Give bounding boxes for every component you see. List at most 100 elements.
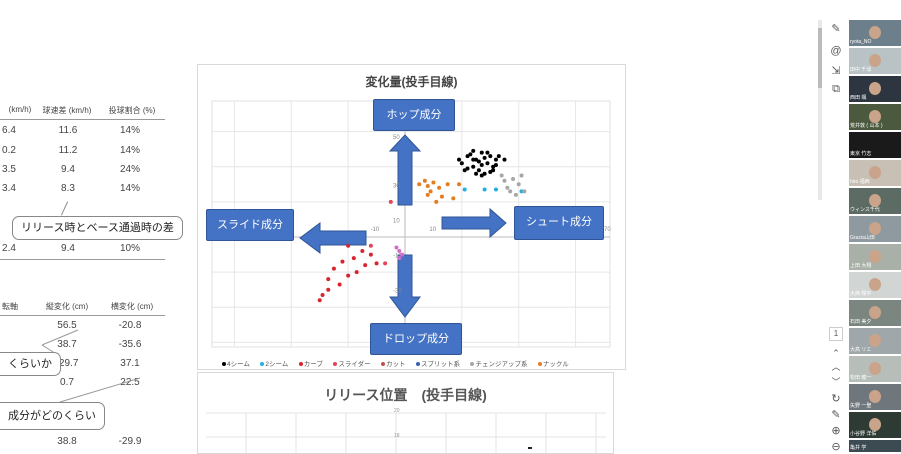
data-point xyxy=(326,277,331,282)
legend-swatch xyxy=(333,362,338,367)
data-point xyxy=(499,173,504,178)
participant-video[interactable]: 上田 大翔 xyxy=(849,244,901,270)
data-point xyxy=(331,266,336,271)
data-point xyxy=(422,178,427,183)
divider xyxy=(0,315,165,316)
drop-component-label: ドロップ成分 xyxy=(370,323,462,355)
participant-face xyxy=(869,362,881,375)
data-point xyxy=(368,252,373,257)
data-point xyxy=(471,157,476,162)
rotate-icon[interactable]: ↻ xyxy=(831,393,841,405)
zoom-in-icon[interactable]: ⊕ xyxy=(831,425,841,437)
data-point xyxy=(374,261,379,266)
table-cell: 8.3 xyxy=(61,183,75,194)
at-icon[interactable]: @ xyxy=(830,45,842,57)
hop-arrow xyxy=(388,134,422,206)
data-point xyxy=(425,184,430,189)
participant-face xyxy=(869,166,881,179)
participant-name: 田中 千尋 xyxy=(850,67,872,73)
table-cell: 37.1 xyxy=(120,358,140,369)
participant-name: 大高 リエ xyxy=(850,347,872,353)
participant-video[interactable]: 田中 千尋 xyxy=(849,48,901,74)
participant-video[interactable]: 亀井 学 xyxy=(849,440,901,452)
participant-video[interactable]: ウィンス千代 xyxy=(849,188,901,214)
tick-label: 30 xyxy=(393,183,400,189)
data-point xyxy=(337,282,342,287)
legend-label: 2シーム xyxy=(265,361,289,368)
chevron-up-icon[interactable]: ⌃ xyxy=(832,348,840,358)
participant-face xyxy=(869,194,881,207)
table-header: 縦変化 (cm) xyxy=(45,302,89,311)
edit-icon[interactable]: ✎ xyxy=(831,23,841,35)
data-point xyxy=(317,298,322,303)
edit-doc-icon[interactable]: ✎ xyxy=(831,409,841,421)
table-header: 投球割合 (%) xyxy=(108,106,156,115)
participant-video[interactable]: 東京 竹志 xyxy=(849,132,901,158)
data-point xyxy=(493,162,498,167)
stats-table-top: (km/h) 球速差 (km/h) 投球割合 (%) 6.4 11.6 14% … xyxy=(0,95,165,260)
participant-video[interactable]: ryota_NO xyxy=(849,20,901,46)
table-cell: 3.4 xyxy=(2,183,16,194)
chevron-up-small-icon[interactable]: ︿ xyxy=(831,362,841,372)
data-point xyxy=(383,261,388,266)
chevron-down-icon[interactable]: ﹀ xyxy=(831,377,841,387)
participant-face xyxy=(869,110,881,123)
table-cell: 38.8 xyxy=(57,436,77,447)
scrollbar-thumb[interactable] xyxy=(818,28,822,88)
data-point xyxy=(439,194,444,199)
data-point xyxy=(431,180,436,185)
table-header: 転軸 xyxy=(2,302,18,311)
tick-label: 10 xyxy=(393,218,400,224)
scrollbar-track[interactable] xyxy=(818,20,822,200)
data-point xyxy=(522,189,527,194)
participant-name: 矢野 一聖 xyxy=(850,403,872,409)
participant-video[interactable]: 荒井敦 ( 山本 ) xyxy=(849,104,901,130)
participant-face xyxy=(869,26,881,39)
release-grid xyxy=(206,412,606,453)
legend-item: スプリット系 xyxy=(415,358,460,368)
divider xyxy=(0,259,165,260)
legend-swatch xyxy=(298,362,303,367)
participant-name: 上田 大翔 xyxy=(850,263,872,269)
legend-swatch xyxy=(537,362,542,367)
legend-label: カット xyxy=(386,361,406,368)
participant-video[interactable]: Grazia山田 xyxy=(849,216,901,242)
legend-item: 4シーム xyxy=(222,358,250,368)
participant-name: 亀井 学 xyxy=(850,445,867,451)
release-tick: 18 xyxy=(394,433,400,439)
data-point xyxy=(445,182,450,187)
participant-video[interactable]: 大西 翔平 xyxy=(849,272,901,298)
share-icon[interactable]: ⇲ xyxy=(831,65,841,77)
legend-item: カット xyxy=(381,358,406,368)
release-point xyxy=(528,447,532,449)
participant-video[interactable]: 石田 美夕 xyxy=(849,300,901,326)
participant-name: ウィンス千代 xyxy=(850,207,880,213)
participant-video[interactable]: 小谷野 洋佑 xyxy=(849,412,901,438)
participant-video[interactable]: 西田 颯 xyxy=(849,76,901,102)
data-point xyxy=(474,171,479,176)
participant-video[interactable]: hiro 福西 xyxy=(849,160,901,186)
table-cell: -35.6 xyxy=(118,339,142,350)
legend-label: 4シーム xyxy=(227,361,250,368)
legend-label: カーブ xyxy=(303,361,323,368)
release-chart-title: リリース位置 (投手目線) xyxy=(324,387,487,403)
data-point xyxy=(388,199,393,204)
data-point xyxy=(394,245,399,250)
data-point xyxy=(428,189,433,194)
data-point xyxy=(465,166,470,171)
drop-arrow xyxy=(389,254,421,318)
shoot-arrow xyxy=(441,207,507,239)
participant-video[interactable]: 大高 リエ xyxy=(849,328,901,354)
tick-label: 50 xyxy=(393,135,400,141)
zoom-out-icon[interactable]: ⊖ xyxy=(831,441,841,453)
legend-item: カーブ xyxy=(298,358,323,368)
table-cell: 14% xyxy=(119,183,140,194)
participant-face xyxy=(869,222,881,235)
participant-video[interactable]: 矢野 一聖 xyxy=(849,384,901,410)
copy-icon[interactable]: ⧉ xyxy=(832,83,840,95)
data-point xyxy=(397,249,402,254)
participant-video[interactable]: 松田 龍一 xyxy=(849,356,901,382)
data-point xyxy=(496,154,501,159)
participant-name: 西田 颯 xyxy=(850,95,867,101)
